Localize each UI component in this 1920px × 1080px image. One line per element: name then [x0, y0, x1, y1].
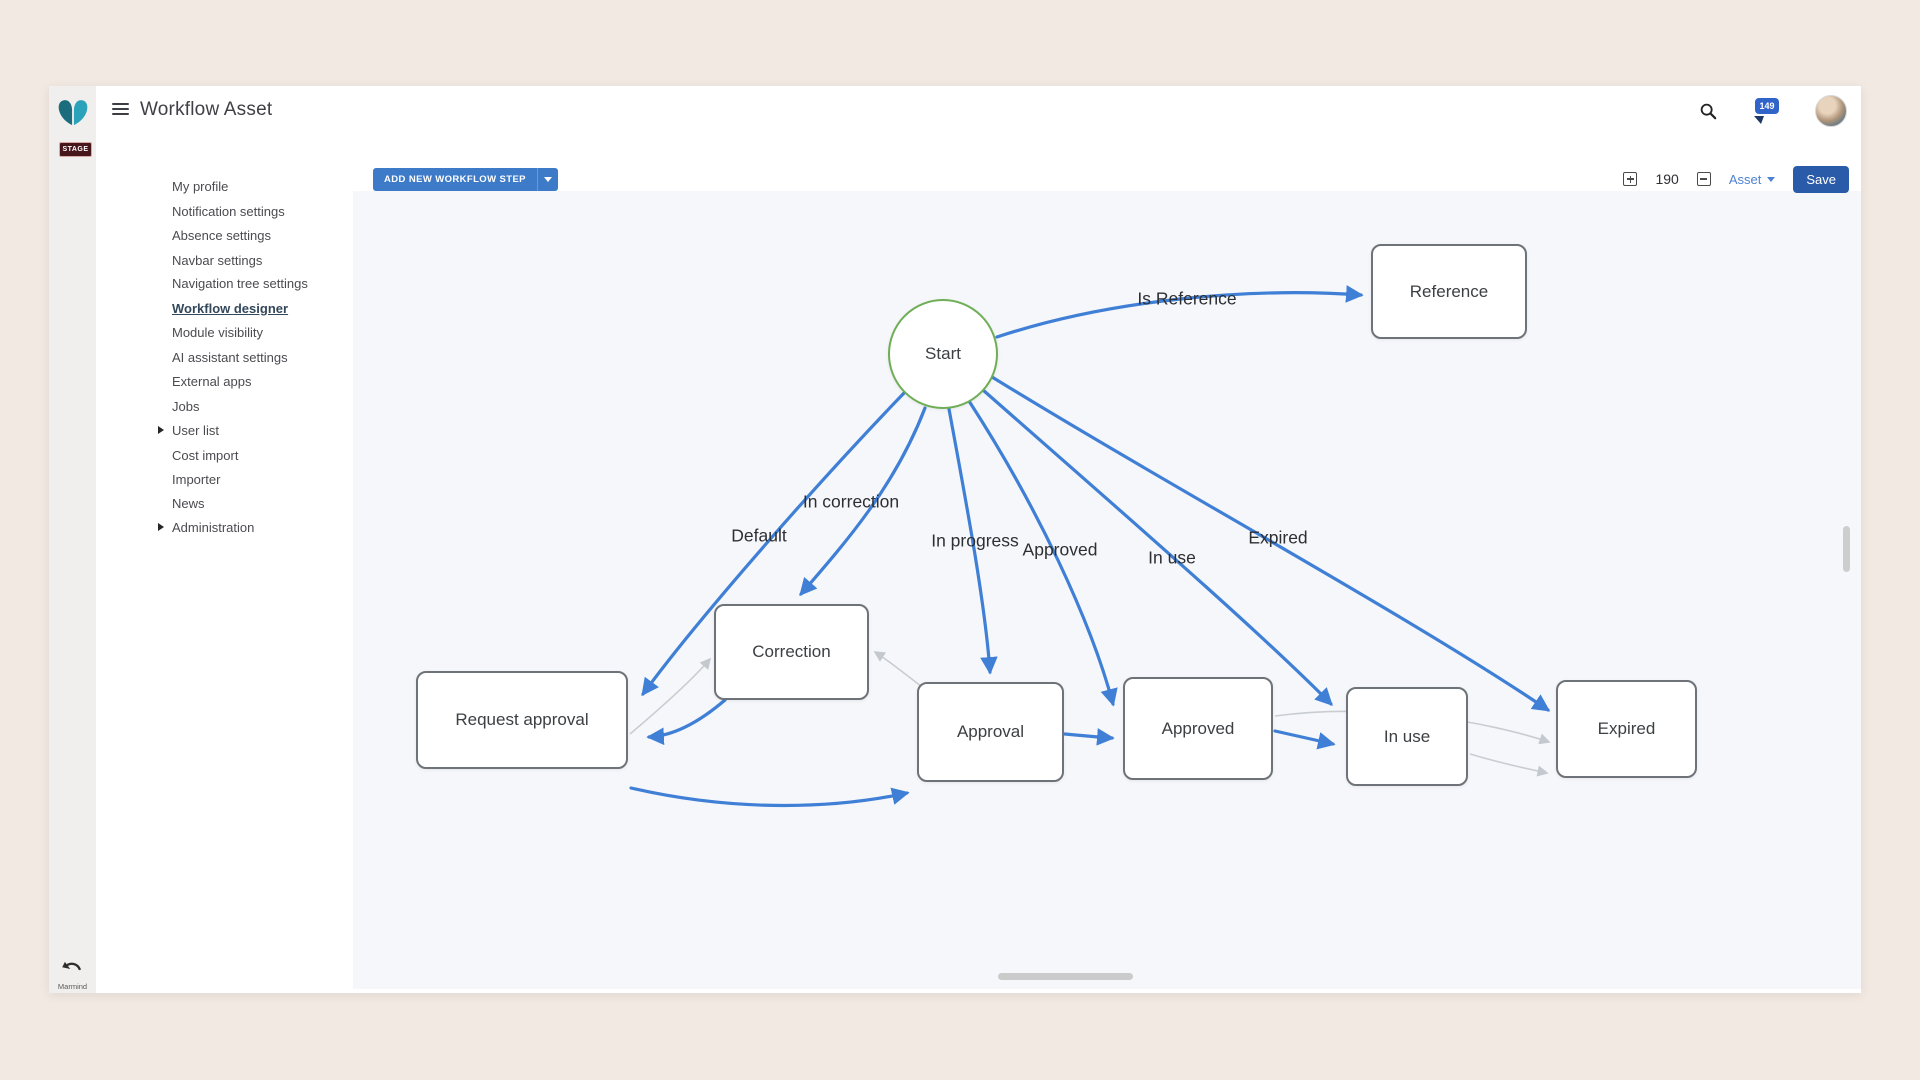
sidebar-item-news[interactable]: News: [172, 495, 205, 511]
sidebar-item-workflow-designer[interactable]: Workflow designer: [172, 300, 289, 316]
node-expired[interactable]: Expired: [1556, 680, 1697, 778]
stage-environment-badge: STAGE: [59, 142, 92, 157]
node-approval[interactable]: Approval: [917, 682, 1064, 782]
expand-caret-icon[interactable]: [158, 523, 164, 531]
node-approved[interactable]: Approved: [1123, 677, 1273, 780]
sidebar-item-external-apps[interactable]: External apps: [172, 373, 252, 389]
node-correction[interactable]: Correction: [714, 604, 869, 700]
sidebar-item-absence-settings[interactable]: Absence settings: [172, 227, 272, 243]
horizontal-scrollbar-thumb[interactable]: [998, 973, 1133, 980]
search-icon[interactable]: [1699, 102, 1717, 120]
sidebar-item-administration[interactable]: Administration: [158, 517, 254, 537]
node-in-use[interactable]: In use: [1346, 687, 1468, 786]
zoom-in-icon[interactable]: [1623, 172, 1638, 186]
chevron-down-icon: [543, 177, 552, 182]
header-bar: Workflow Asset 149: [96, 86, 1861, 135]
vertical-scrollbar-thumb[interactable]: [1843, 526, 1850, 572]
sidebar-item-user-list[interactable]: User list: [158, 420, 219, 440]
notifications-icon[interactable]: 149: [1751, 97, 1781, 124]
menu-hamburger-icon[interactable]: [112, 103, 129, 117]
notification-bubble-tail: [1754, 115, 1764, 124]
edge-label-default[interactable]: Default: [731, 525, 787, 546]
brand-logo-icon: [58, 100, 88, 126]
edge-label-expired[interactable]: Expired: [1248, 527, 1308, 548]
node-start[interactable]: Start: [888, 299, 998, 409]
app-window: STAGE Marmind Workflow Asset 149 My prof…: [49, 86, 1861, 993]
edge-label-in-use[interactable]: In use: [1148, 547, 1196, 568]
left-rail: STAGE Marmind: [49, 86, 96, 993]
undo-arrow-icon: [62, 961, 82, 971]
sidebar-item-importer[interactable]: Importer: [172, 471, 221, 487]
zoom-out-icon[interactable]: [1696, 172, 1711, 186]
brand-label: Marmind: [57, 982, 88, 991]
edge-label-in-progress[interactable]: In progress: [931, 530, 1019, 551]
save-button[interactable]: Save: [1793, 165, 1849, 193]
node-reference[interactable]: Reference: [1371, 244, 1527, 339]
settings-sidebar: My profile Notification settings Absence…: [96, 135, 353, 993]
edge-label-in-correction[interactable]: In correction: [802, 491, 900, 512]
edge-label-approved[interactable]: Approved: [1022, 539, 1098, 560]
sidebar-item-module-visibility[interactable]: Module visibility: [172, 324, 264, 340]
entity-type-dropdown[interactable]: Asset: [1729, 172, 1776, 187]
add-new-workflow-step-button[interactable]: ADD NEW WORKFLOW STEP: [373, 168, 558, 191]
sidebar-item-notification-settings[interactable]: Notification settings: [172, 203, 285, 219]
sidebar-item-my-profile[interactable]: My profile: [172, 178, 229, 194]
sidebar-item-jobs[interactable]: Jobs: [172, 398, 200, 414]
user-avatar[interactable]: [1815, 94, 1847, 127]
zoom-level-value: 190: [1655, 171, 1679, 187]
page-title: Workflow Asset: [140, 99, 273, 120]
edge-label-is-reference[interactable]: Is Reference: [1137, 288, 1237, 309]
workflow-canvas[interactable]: [353, 191, 1861, 989]
expand-caret-icon[interactable]: [158, 426, 164, 434]
sidebar-item-navbar-settings[interactable]: Navbar settings: [172, 252, 263, 268]
node-request-approval[interactable]: Request approval: [416, 671, 628, 769]
add-step-dropdown-caret[interactable]: [536, 168, 558, 191]
sidebar-item-navigation-tree-settings[interactable]: Navigation tree settings: [172, 275, 308, 291]
sidebar-item-cost-import[interactable]: Cost import: [172, 447, 239, 463]
sidebar-item-ai-assistant-settings[interactable]: AI assistant settings: [172, 349, 288, 365]
notification-count-badge: 149: [1755, 97, 1779, 114]
chevron-down-icon: [1767, 176, 1776, 182]
